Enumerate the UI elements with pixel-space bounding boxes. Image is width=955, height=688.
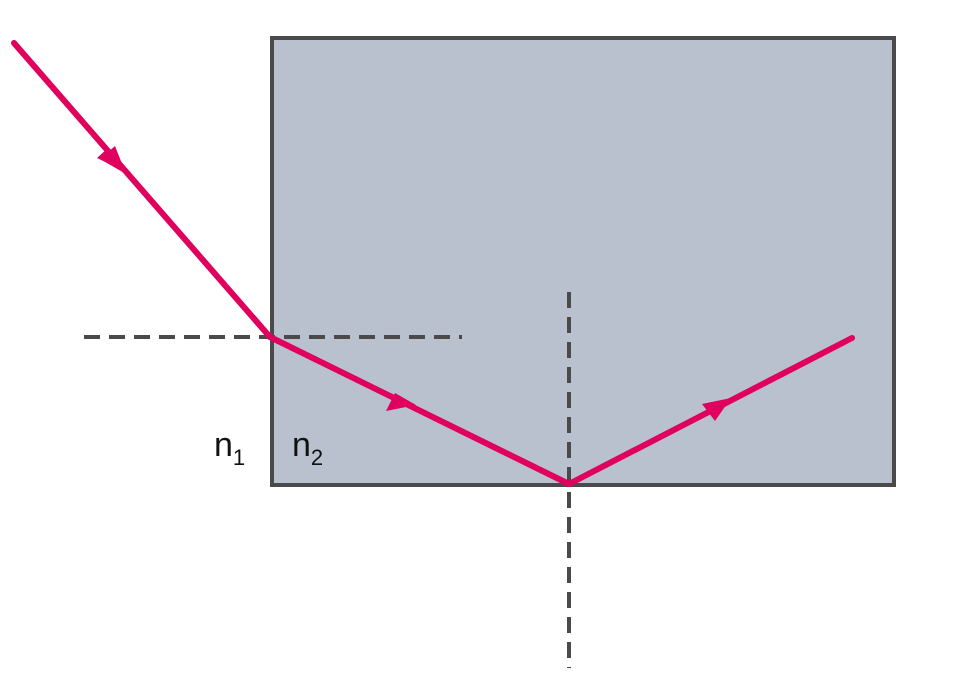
reflected-ray-arrowhead: [702, 398, 731, 421]
incident-ray-arrowhead: [100, 146, 126, 174]
incident-ray: [11, 40, 273, 340]
label-n2: n2: [292, 426, 323, 470]
refracted-ray: [267, 334, 572, 487]
glass-block: [270, 36, 896, 487]
label-n1: n1: [214, 426, 245, 470]
refracted-ray-arrowhead: [386, 393, 416, 411]
